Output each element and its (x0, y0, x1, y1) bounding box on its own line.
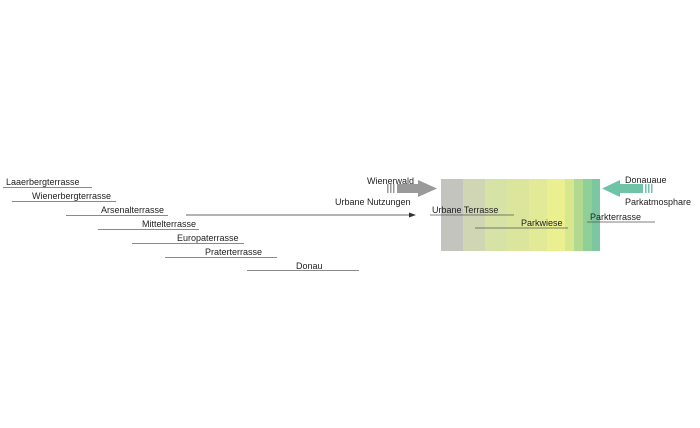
terrace-underline-laaerberg (3, 187, 92, 188)
terrace-label-wienerberg: Wienerbergterrasse (32, 191, 112, 201)
color-strip (507, 179, 529, 251)
zone-label-parkterrasse: Parkterrasse (590, 212, 642, 222)
connector-arrowhead (409, 212, 416, 218)
color-strip (574, 179, 583, 251)
left-inflow-arrow (387, 180, 437, 197)
zone-label-parkwiese: Parkwiese (521, 218, 563, 228)
terrace-section-block (441, 179, 600, 251)
left-inflow-bottom-label: Urbane Nutzungen (335, 197, 411, 207)
color-strip (547, 179, 565, 251)
right-inflow-bottom-label: Parkatmosphare (625, 197, 692, 207)
terrace-underline-arsenal (66, 215, 168, 216)
terrace-underline-europa (132, 243, 244, 244)
terrace-underline-donau (247, 270, 359, 271)
terrace-label-europa: Europaterrasse (177, 233, 239, 243)
terrace-underline-wienerberg (12, 201, 116, 202)
terrace-label-donau: Donau (296, 261, 323, 271)
right-inflow-arrow (602, 180, 653, 197)
terrace-underline-prater (165, 257, 277, 258)
color-strip (583, 179, 592, 251)
left-inflow-top-label: Wienerwald (367, 176, 415, 186)
right-inflow-top-label: Donauaue (625, 175, 667, 185)
color-strip (565, 179, 574, 251)
terrace-label-mittel: Mittelterrasse (142, 219, 197, 229)
zone-label-urbane-terrasse: Urbane Terrasse (432, 205, 499, 215)
terrace-underline-mittel (98, 229, 199, 230)
terrace-label-prater: Praterterrasse (205, 247, 263, 257)
terrace-label-laaerberg: Laaerbergterrasse (6, 177, 80, 187)
color-strip (529, 179, 547, 251)
color-strip (592, 179, 600, 251)
terrace-label-arsenal: Arsenalterrasse (101, 205, 165, 215)
